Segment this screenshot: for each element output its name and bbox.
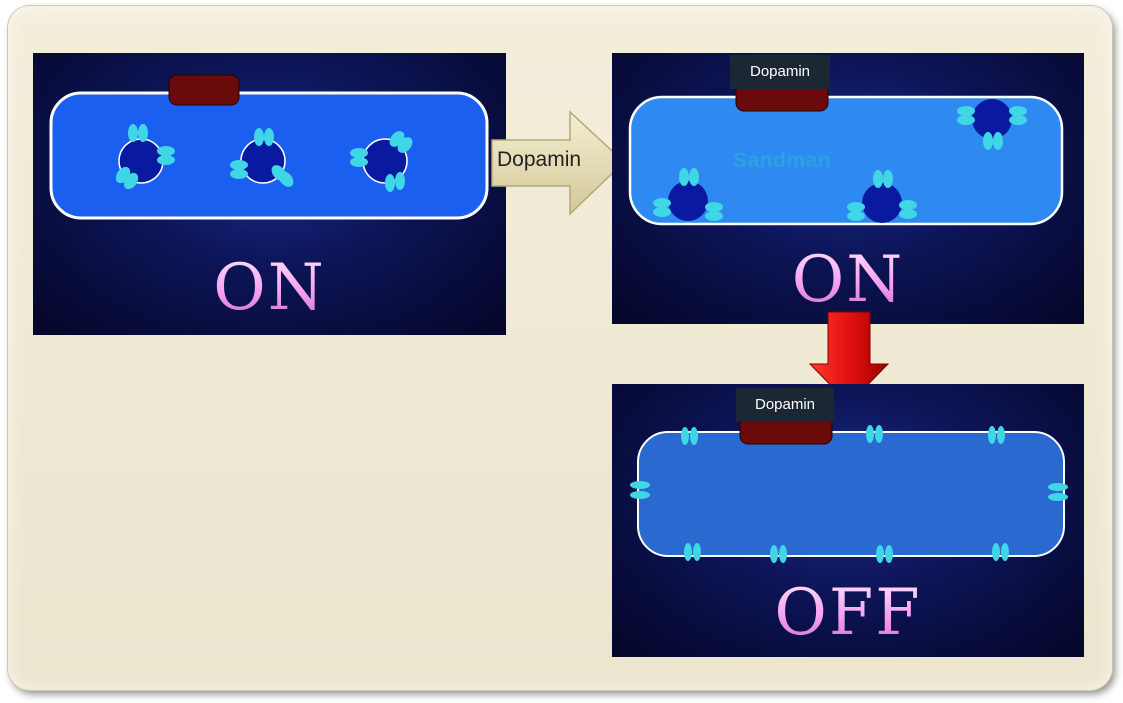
sandman-label: Sandman — [733, 149, 832, 172]
cell-diagram-top-right — [628, 80, 1064, 226]
state-label-top-right: ON — [612, 243, 1084, 317]
state-label-bottom-right: OFF — [612, 576, 1084, 650]
docked-vesicle-3 — [847, 170, 917, 223]
cell-membrane — [628, 95, 1064, 226]
panel-top-right-on: Dopamin Sandman ON — [612, 53, 1084, 324]
dopamin-tag: Dopamin — [736, 388, 834, 422]
panel-bottom-right-off: Dopamin OFF — [612, 384, 1084, 657]
vesicle-1 — [115, 124, 175, 190]
pore-icon — [168, 74, 240, 106]
docked-vesicle-1 — [957, 99, 1027, 150]
dopamin-tag: Dopamin — [730, 55, 830, 89]
right-arrow-icon — [491, 110, 626, 216]
cell-membrane — [637, 431, 1065, 557]
panel-left-on: ON — [33, 53, 506, 335]
docked-vesicle-2 — [653, 168, 723, 221]
cell-diagram-left — [49, 74, 489, 220]
arrow-label: Dopamin — [497, 148, 582, 171]
state-label-left: ON — [33, 251, 506, 325]
cell-diagram-bottom-right — [630, 415, 1068, 563]
vesicle-2 — [230, 128, 294, 187]
vesicle-3 — [350, 131, 413, 192]
membrane-channels — [630, 425, 1068, 563]
